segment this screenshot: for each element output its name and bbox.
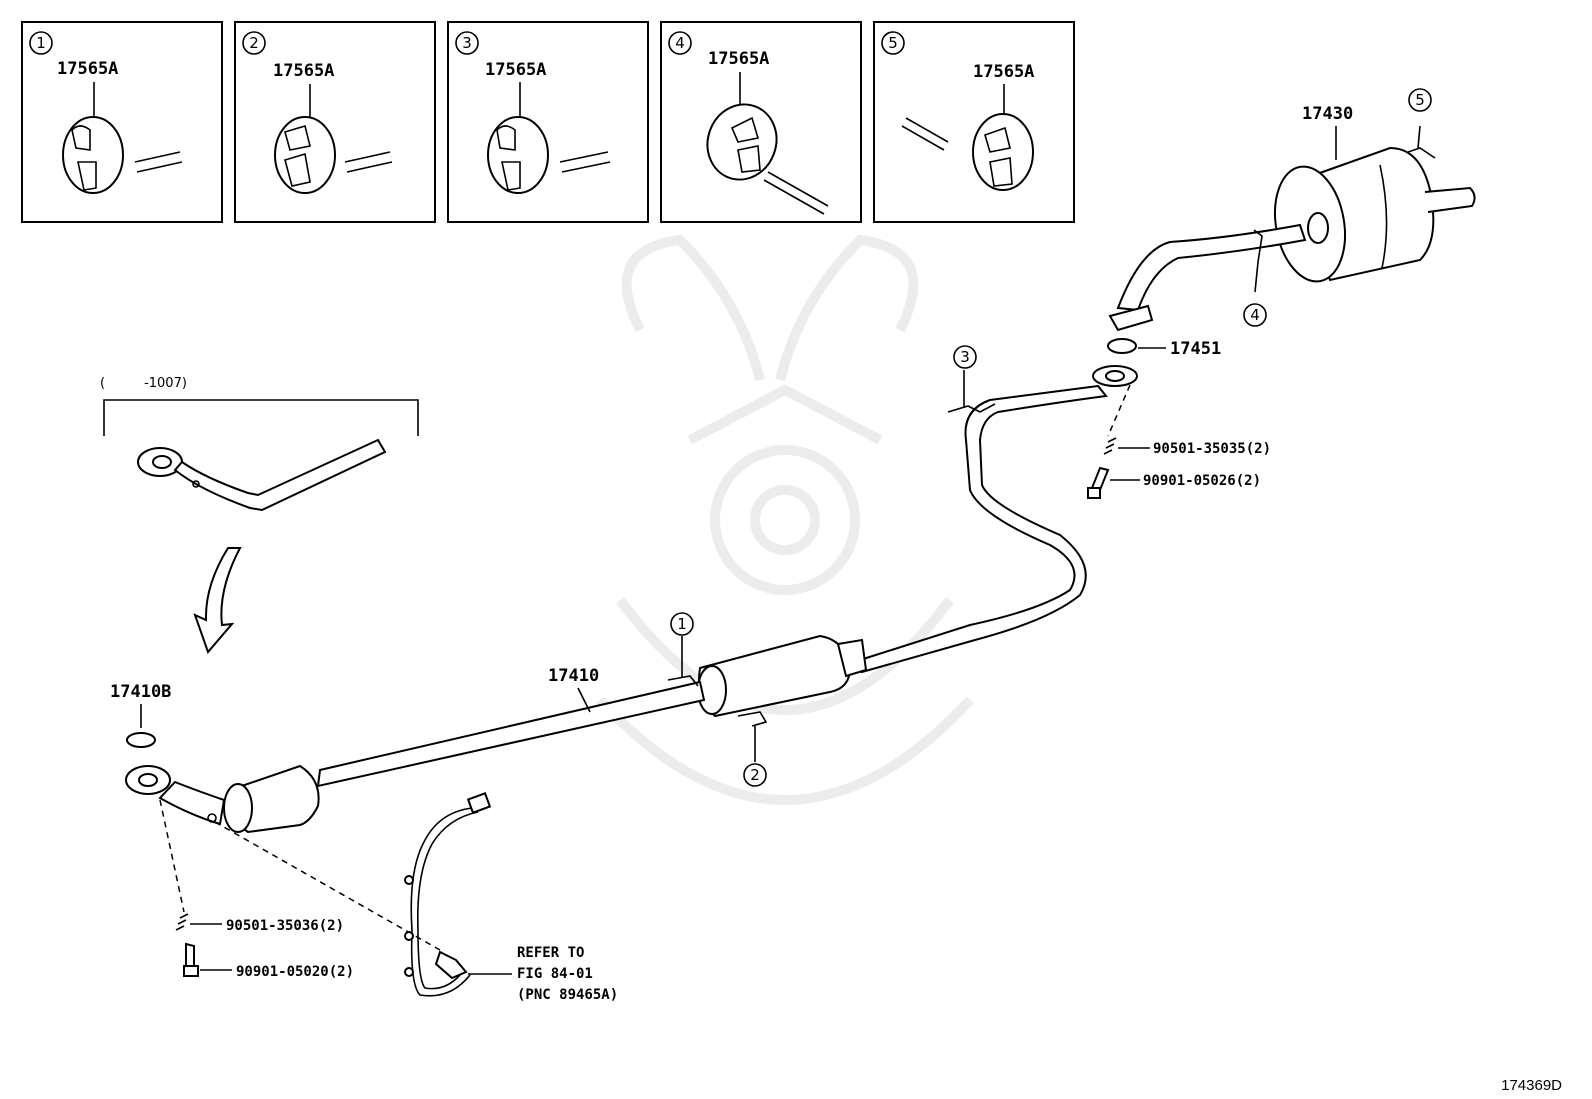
exhaust-pipe: 3 1 2 17410 [125,345,1138,834]
part-bolt-lower: 90901-05020(2) [236,964,354,980]
inset-1-part: 17565A [57,59,118,79]
inset-1-index: 1 [36,34,46,52]
tail-gasket: 17451 [1107,338,1221,359]
oxygen-sensor: REFER TO FIG 84-01 (PNC 89465A) [404,792,618,1003]
part-front-gasket: 17410B [110,682,171,702]
inset-3: 3 17565A [447,21,649,223]
inset-1: 1 17565A [21,21,223,223]
lower-fasteners: 90501-35036(2) 90901-05020(2) [159,799,441,980]
part-spring-lower: 90501-35036(2) [226,918,344,934]
figure-code: 174369D [1501,1077,1562,1094]
part-spring-upper: 90501-35035(2) [1153,441,1271,457]
upper-fasteners: 90501-35035(2) 90901-05026(2) [1087,384,1271,499]
part-tail-gasket: 17451 [1170,339,1221,359]
inset-2: 2 17565A [234,21,436,223]
callout-2: 2 [750,766,760,784]
variant-note: ( -1007) [100,376,187,391]
muffler-assembly: 4 5 17430 [1108,88,1476,332]
part-exhaust-pipe: 17410 [548,666,599,686]
inset-5-part: 17565A [973,62,1034,82]
inset-3-index: 3 [462,34,472,52]
refer-line1: REFER TO [517,945,584,961]
inset-5-index: 5 [888,34,898,52]
inset-4-index: 4 [675,34,685,52]
watermark-logo [596,234,974,805]
callout-4: 4 [1250,306,1260,324]
refer-line3: (PNC 89465A) [517,987,618,1003]
inset-4: 4 17565A [660,21,862,223]
inset-2-part: 17565A [273,61,334,81]
front-gasket: 17410B [110,682,171,748]
part-muffler: 17430 [1302,104,1353,124]
inset-2-index: 2 [249,34,259,52]
inset-5: 5 17565A [873,21,1075,223]
part-bolt-upper: 90901-05026(2) [1143,473,1261,489]
callout-3: 3 [960,348,970,366]
inset-3-part: 17565A [485,60,546,80]
variant-detail: ( -1007) [100,376,419,654]
callout-5: 5 [1415,91,1425,109]
callout-1: 1 [677,615,687,633]
refer-line2: FIG 84-01 [517,966,593,982]
inset-4-part: 17565A [708,49,769,69]
